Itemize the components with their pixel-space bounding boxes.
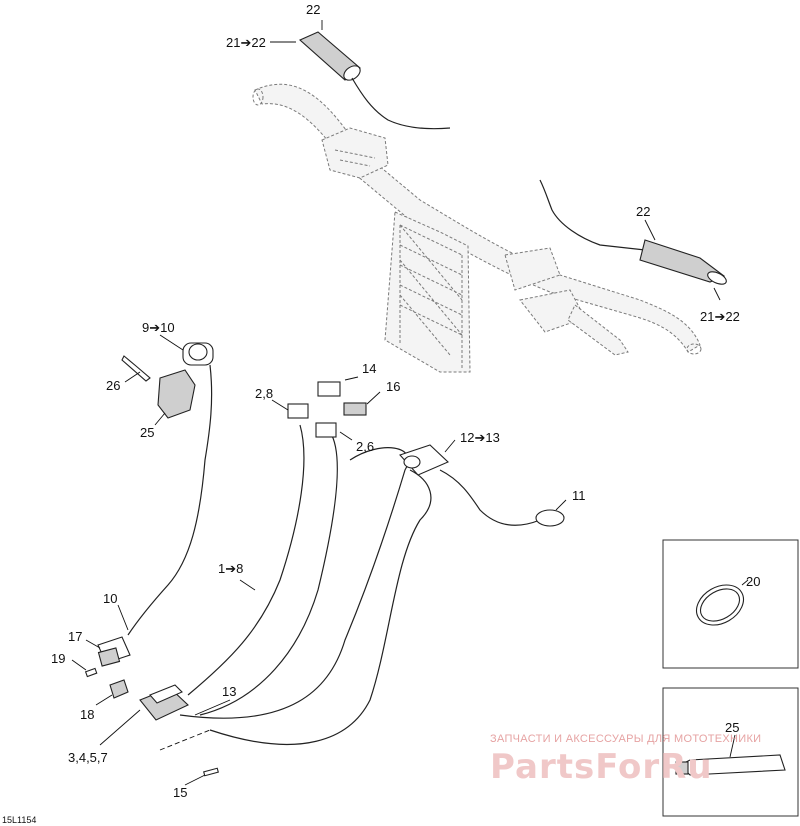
- watermark-caption: ЗАПЧАСТИ И АКСЕССУАРЫ ДЛЯ МОТОТЕХНИКИ: [490, 733, 761, 745]
- callout-22-top: 22: [306, 2, 320, 17]
- callout-25: 25: [140, 425, 154, 440]
- callout-21-22-right: 21➔22: [700, 309, 740, 324]
- callout-16: 16: [386, 379, 400, 394]
- callout-15: 15: [173, 785, 187, 800]
- callout-1-8: 1➔8: [218, 561, 243, 576]
- callout-9-10: 9➔10: [142, 320, 175, 335]
- callout-21-22-top: 21➔22: [226, 35, 266, 50]
- callout-18: 18: [80, 707, 94, 722]
- callout-17: 17: [68, 629, 82, 644]
- inset-box-20: [662, 539, 799, 669]
- callout-11: 11: [572, 488, 586, 503]
- callout-20: 20: [746, 574, 760, 589]
- callout-25-inset: 25: [725, 720, 739, 735]
- connector-group-lower-left: [71, 604, 131, 706]
- callout-2-8: 2,8: [255, 386, 273, 401]
- callout-3-4-5-7: 3,4,5,7: [68, 750, 108, 765]
- callout-22-right: 22: [636, 204, 650, 219]
- main-harness: [99, 376, 432, 786]
- inset-box-25: [662, 687, 799, 817]
- callout-19: 19: [51, 651, 65, 666]
- diagram-code: 15L1154: [2, 815, 36, 825]
- handlebar-assembly: [252, 83, 702, 373]
- callout-10: 10: [103, 591, 117, 606]
- watermark-brand: PartsForRu: [490, 747, 713, 787]
- watermark: ЗАПЧАСТИ И АКСЕССУАРЫ ДЛЯ МОТОТЕХНИКИ Pa…: [490, 733, 761, 787]
- grip-heater-top: [270, 20, 451, 130]
- grip-heater-right: [539, 179, 727, 301]
- callout-labels: 22 21➔22 22 21➔22 9➔10 26 25 2,8 14 16 2…: [2, 2, 760, 825]
- callout-14: 14: [362, 361, 376, 376]
- callout-26: 26: [106, 378, 120, 393]
- callout-2-6: 2,6: [356, 439, 374, 454]
- callout-12-13: 12➔13: [460, 430, 500, 445]
- connector-group-left: [121, 334, 214, 636]
- switch-group: [399, 439, 567, 527]
- callout-13: 13: [222, 684, 236, 699]
